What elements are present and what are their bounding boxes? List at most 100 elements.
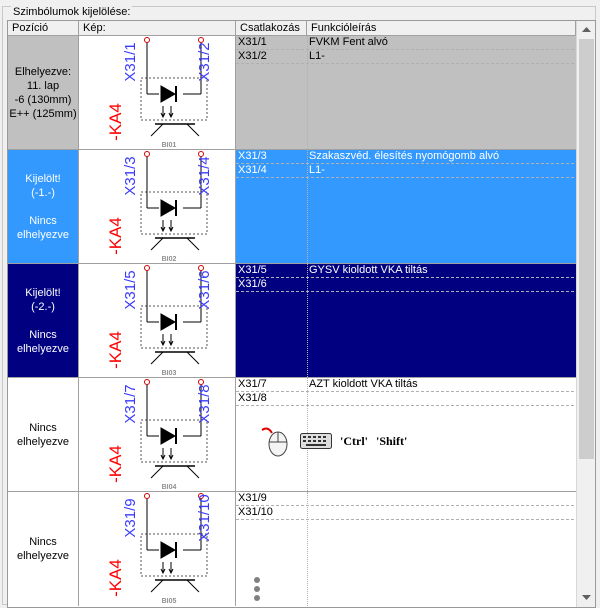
light-arrow [168,112,174,119]
transistor-lead [186,579,200,593]
position-text: (-1.-) [31,186,55,199]
arrow-up-icon [582,26,591,32]
pin1-label: X31/5 [122,270,139,309]
column-separator [307,150,308,263]
function-description: FVKM Fent alvó [309,36,388,48]
transistor-lead [150,123,164,137]
connection-name: X31/4 [238,164,267,176]
light-arrow [160,340,166,347]
device-label: -KA4 [106,103,125,141]
table-row[interactable]: Elhelyezve:11. lap-6 (130mm)E++ (125mm)X… [8,36,576,150]
column-header-position[interactable]: Pozíció [8,21,79,36]
position-text: E++ (125mm) [9,107,77,120]
light-arrow [168,340,174,347]
terminal-pin [198,493,204,499]
light-arrow [160,454,166,461]
function-description: Szakaszvéd. élesítés nyomógomb alvó [309,150,500,162]
keyboard-icon [300,433,332,449]
position-text: elhelyezve [17,342,69,355]
position-text: (-2.-) [31,300,55,313]
position-text: elhelyezve [17,228,69,241]
pin2-label: X31/6 [196,270,213,309]
connection-line[interactable]: X31/8 [236,392,574,406]
transistor-lead [186,237,200,251]
diode-triangle [160,541,177,559]
device-label: -KA4 [106,445,125,483]
scroll-down-button[interactable] [578,589,595,606]
device-label: -KA4 [106,217,125,255]
connection-line[interactable]: X31/10 [236,506,574,520]
connection-name: X31/6 [238,278,267,290]
position-text: Nincs [29,421,57,434]
dashed-boundary [140,533,208,577]
shift-key-label: 'Shift' [376,433,408,448]
pin2-label: X31/4 [196,156,213,195]
column-separator [307,492,308,606]
column-header-connection[interactable]: Csatlakozás [236,21,307,36]
symbol-code: BI04 [162,484,177,491]
terminal-pin [198,151,204,157]
terminal-pin [144,379,150,385]
position-text: Nincs [29,328,57,341]
function-description: L1- [309,50,325,62]
diode-triangle [160,313,177,331]
light-arrow [168,226,174,233]
grid-header: Pozíció Kép: Csatlakozás Funkcióleírás [8,21,576,36]
scroll-up-button[interactable] [578,21,595,38]
vertical-scrollbar[interactable] [576,21,595,607]
connection-name: X31/7 [238,378,267,390]
column-header-function[interactable]: Funkcióleírás [307,21,576,36]
connection-name: X31/8 [238,392,267,404]
column-separator [307,264,308,377]
transistor-lead [150,465,164,479]
scrollbar-thumb[interactable] [579,39,594,459]
diode-triangle [160,199,177,217]
column-header-image[interactable]: Kép: [79,21,236,36]
pin2-label: X31/8 [196,384,213,423]
pin2-label: X31/10 [196,494,213,542]
symbol-grid[interactable]: Pozíció Kép: Csatlakozás Funkcióleírás E… [7,20,596,608]
connection-line[interactable]: X31/4 L1- [236,164,574,178]
dashed-boundary [140,77,208,121]
transistor-lead [150,579,164,593]
connection-line[interactable]: X31/6 [236,278,574,292]
light-arrow [160,112,166,119]
connection-name: X31/9 [238,492,267,504]
terminal-pin [198,379,204,385]
pin1-label: X31/1 [122,42,139,81]
function-description: L1- [309,164,325,176]
terminal-pin [144,265,150,271]
connection-line[interactable]: X31/9 [236,492,574,506]
position-text: elhelyezve [17,550,69,562]
mouse-icon [261,427,288,457]
transistor-lead [186,123,200,137]
terminal-pin [144,493,150,499]
position-text: 11. lap [26,79,60,92]
function-description: GYSV kioldott VKA tiltás [309,264,428,276]
